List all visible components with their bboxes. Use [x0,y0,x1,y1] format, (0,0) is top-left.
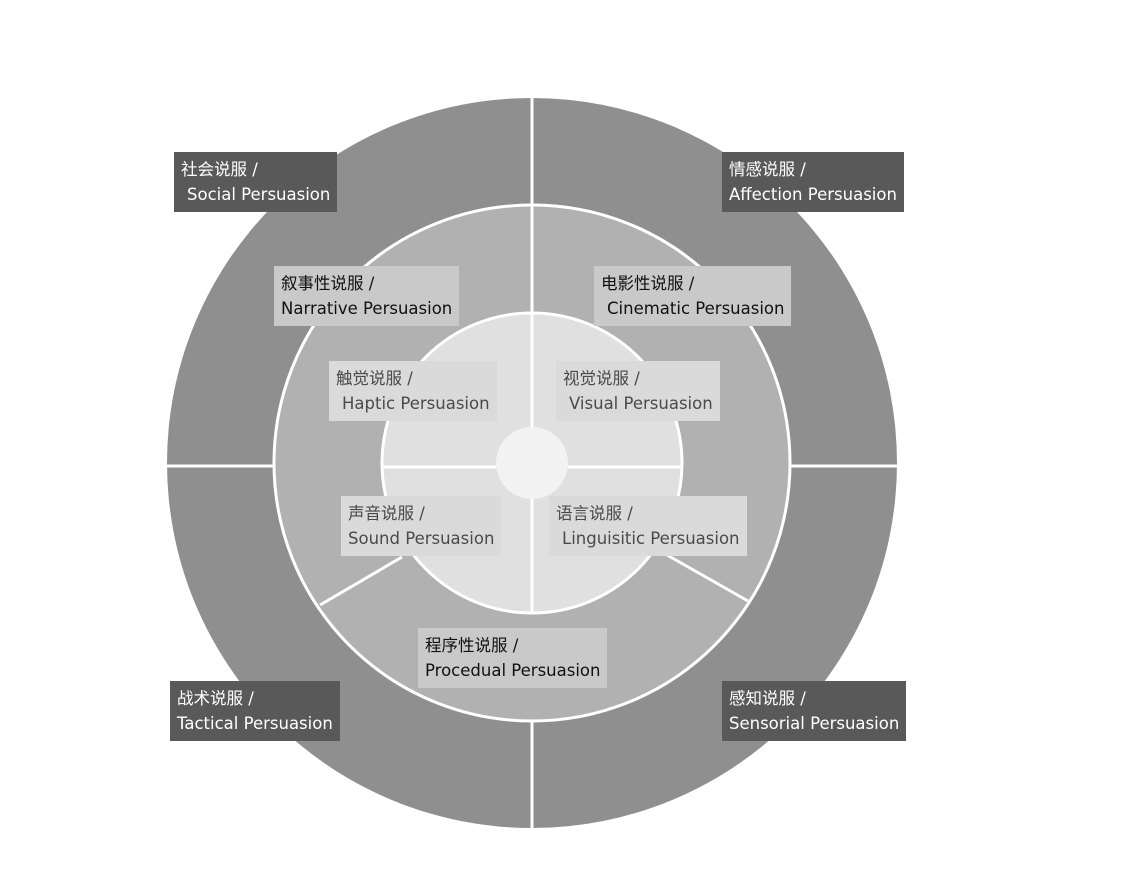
label-sound-persuasion: 声音说服 / Sound Persuasion [341,496,502,556]
label-en: Narrative Persuasion [281,299,453,318]
label-narrative-persuasion: 叙事性说服 / Narrative Persuasion [274,266,460,326]
label-haptic-persuasion: 触觉说服 / Haptic Persuasion [329,361,497,421]
label-en: Cinematic Persuasion [607,299,785,318]
label-zh: 情感说服 / [729,160,806,179]
label-zh: 叙事性说服 / [281,274,375,293]
label-zh: 战术说服 / [177,689,254,708]
label-sensorial-persuasion: 感知说服 / Sensorial Persuasion [722,681,907,741]
label-cinematic-persuasion: 电影性说服 / Cinematic Persuasion [594,266,792,326]
label-zh: 触觉说服 / [336,369,413,388]
label-procedual-persuasion: 程序性说服 / Procedual Persuasion [418,628,608,688]
label-zh: 感知说服 / [729,689,806,708]
center-circle [496,427,568,499]
label-zh: 声音说服 / [348,504,425,523]
label-en: Tactical Persuasion [177,714,333,733]
label-en: Haptic Persuasion [342,394,490,413]
label-zh: 社会说服 / [181,160,258,179]
label-tactical-persuasion: 战术说服 / Tactical Persuasion [170,681,340,741]
label-en: Sensorial Persuasion [729,714,900,733]
label-affection-persuasion: 情感说服 / Affection Persuasion [722,152,904,212]
label-en: Visual Persuasion [569,394,713,413]
label-zh: 语言说服 / [556,504,633,523]
label-zh: 视觉说服 / [563,369,640,388]
label-en: Sound Persuasion [348,529,495,548]
label-en: Affection Persuasion [729,185,897,204]
middle-divider-lower-left [319,555,403,607]
label-zh: 电影性说服 / [601,274,695,293]
label-visual-persuasion: 视觉说服 / Visual Persuasion [556,361,720,421]
label-linguisitic-persuasion: 语言说服 / Linguisitic Persuasion [549,496,747,556]
label-en: Linguisitic Persuasion [562,529,740,548]
label-en: Procedual Persuasion [425,661,601,680]
label-social-persuasion: 社会说服 / Social Persuasion [174,152,338,212]
label-zh: 程序性说服 / [425,636,519,655]
middle-divider-lower-right [666,553,749,603]
label-en: Social Persuasion [187,185,331,204]
